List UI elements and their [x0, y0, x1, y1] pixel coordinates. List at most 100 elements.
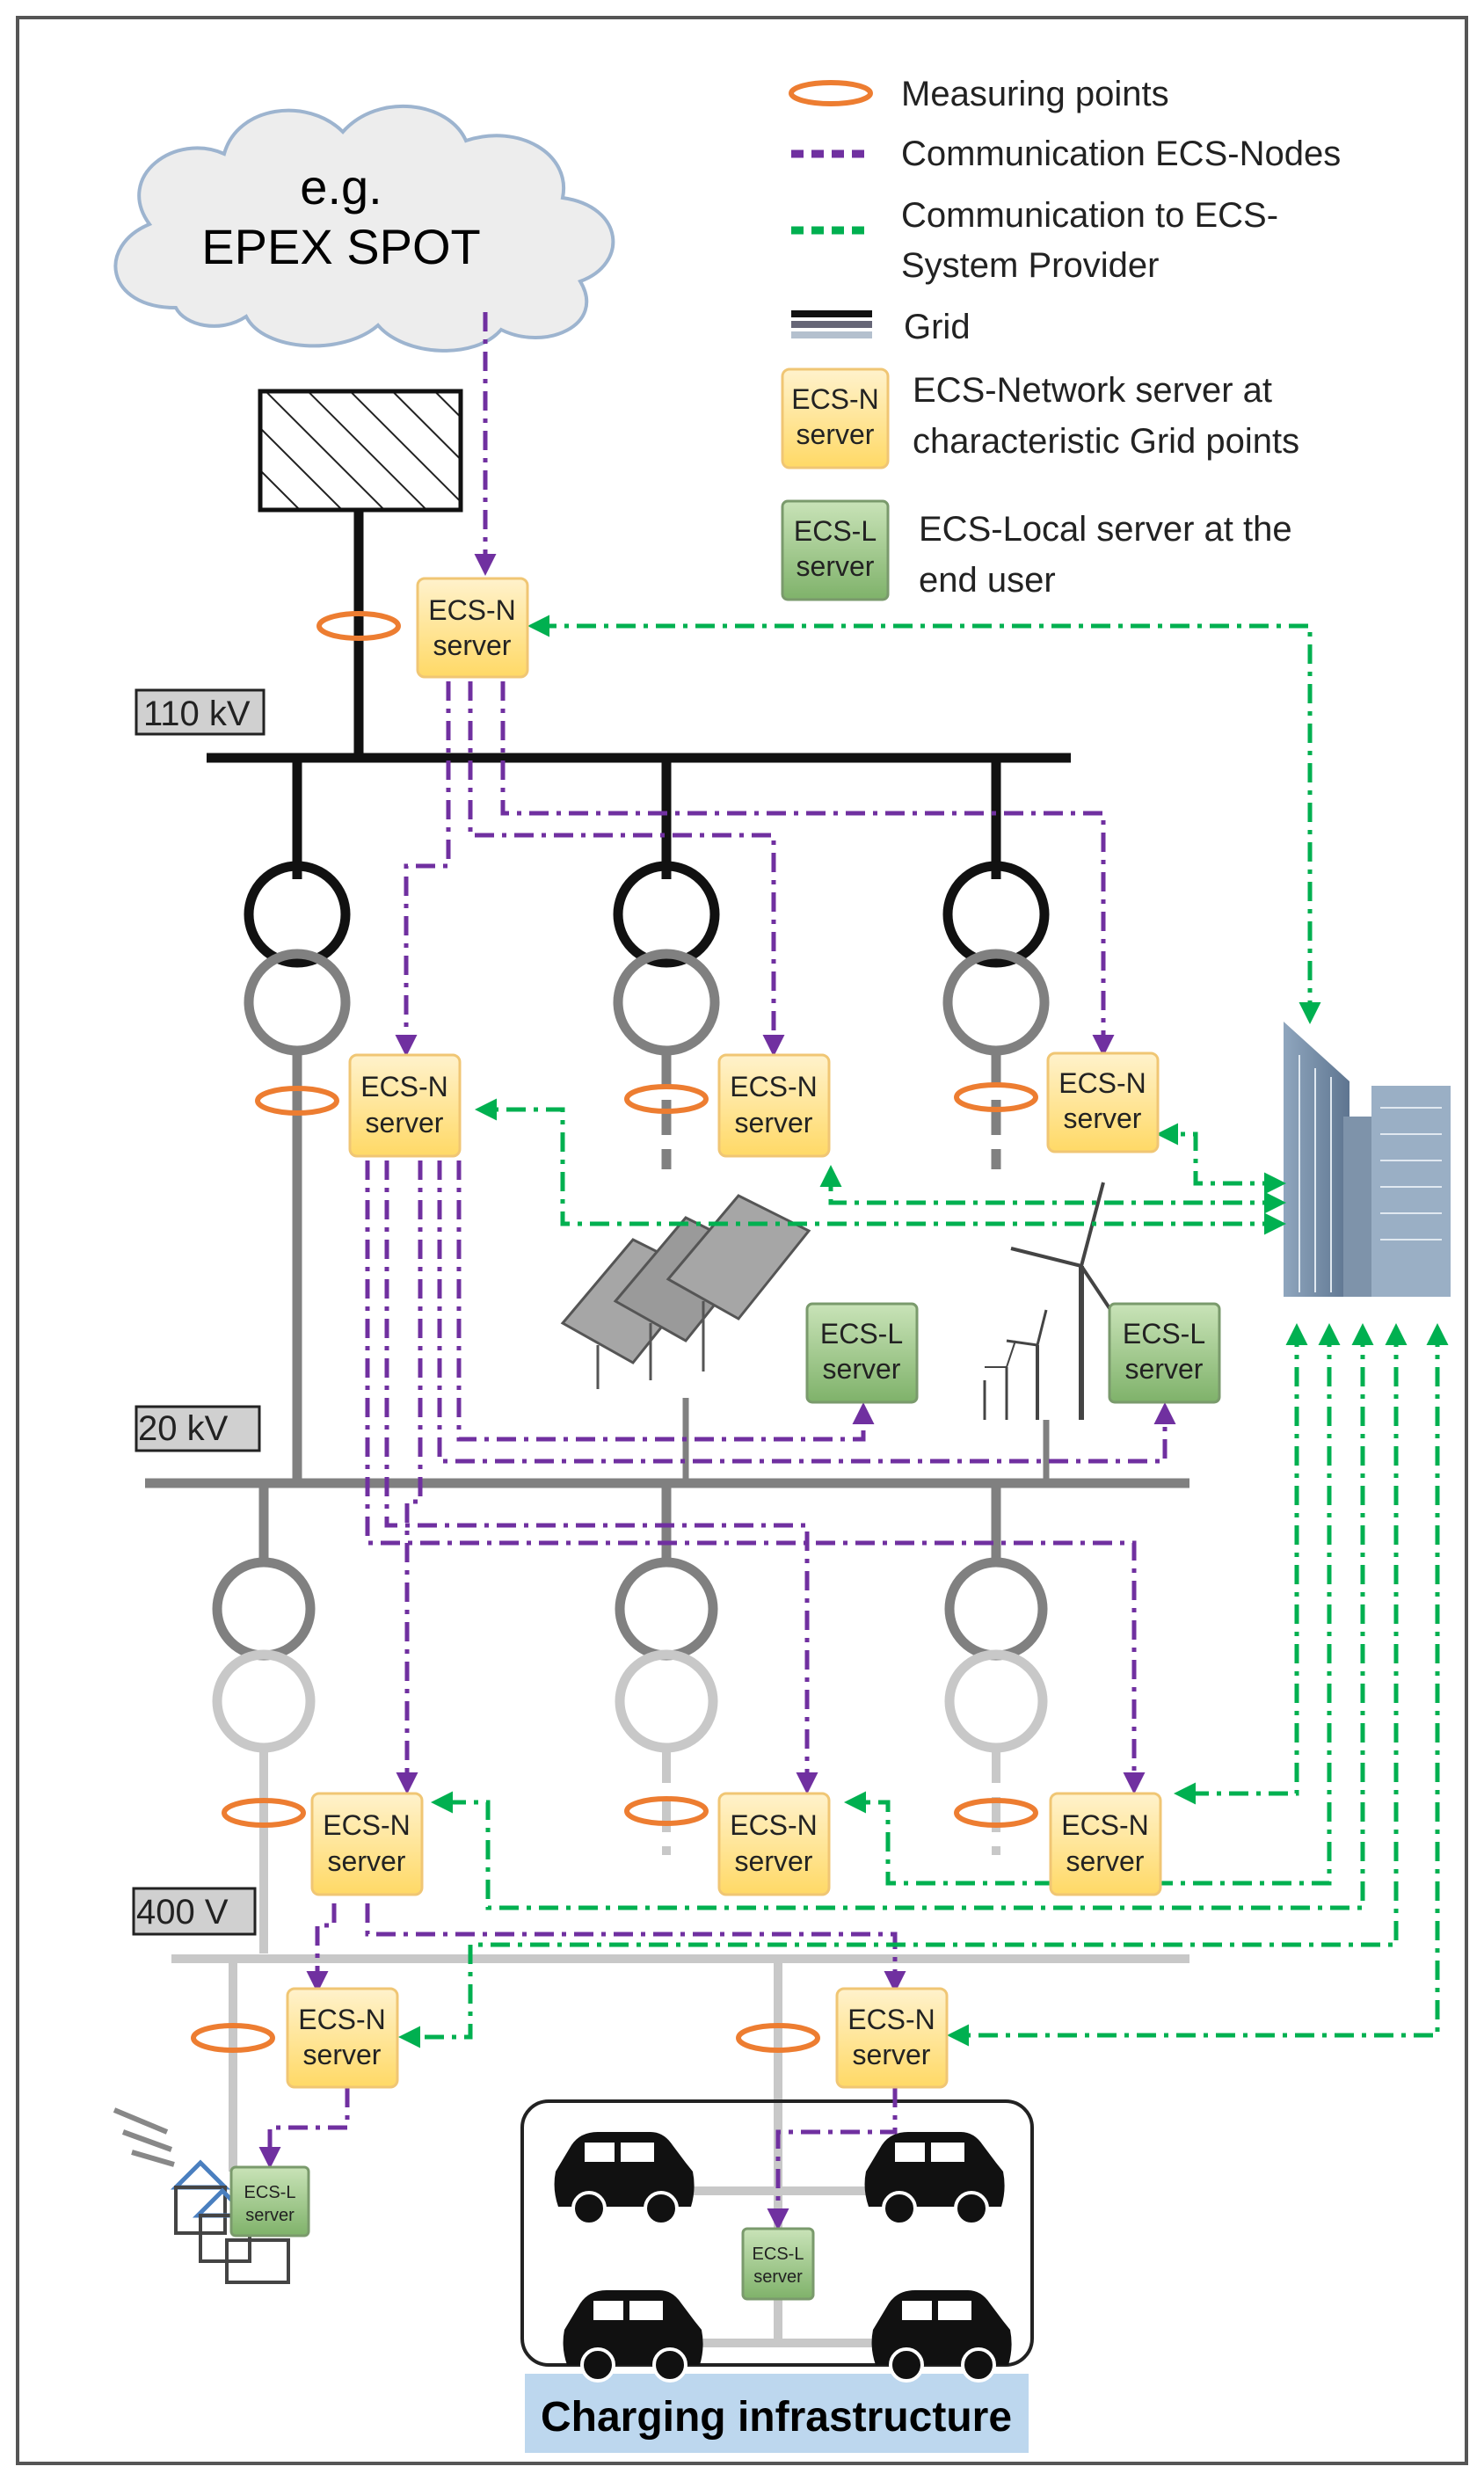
- comm-link: [398, 1323, 1408, 2048]
- svg-text:ECS-N: ECS-N: [428, 594, 516, 626]
- grid-110kv: [207, 389, 1071, 1056]
- svg-text:110 kV: 110 kV: [143, 695, 251, 733]
- ecsn-server-box: ECS-N server: [717, 1053, 831, 1158]
- svg-text:ECS-L: ECS-L: [820, 1318, 903, 1350]
- svg-text:server: server: [366, 1107, 444, 1139]
- svg-text:ECS-L: ECS-L: [1123, 1318, 1205, 1350]
- ecsl-server-box: ECS-L server: [741, 2227, 815, 2301]
- svg-text:ECS-N: ECS-N: [323, 1809, 411, 1841]
- svg-text:server: server: [735, 1845, 813, 1877]
- ecsn-server-box: ECS-N server: [348, 1053, 462, 1158]
- legend-comm-nodes: Communication ECS-Nodes: [901, 135, 1341, 173]
- wind-turbine-icon: [983, 1182, 1118, 1420]
- power-plant-icon: [258, 389, 463, 513]
- legend-comm-provider-1: Communication to ECS-: [901, 196, 1278, 235]
- car-icon: [554, 2132, 695, 2226]
- transformer-coil-icon: [942, 949, 1050, 1056]
- car-icon: [563, 2290, 703, 2383]
- svg-text:20 kV: 20 kV: [138, 1409, 229, 1448]
- ecsn-server-box: ECS-N server: [1049, 1792, 1162, 1896]
- legend-grid: Grid: [904, 308, 971, 346]
- transformer-coil-icon: [212, 1649, 316, 1753]
- svg-text:ECS-N: ECS-N: [791, 383, 879, 415]
- car-icon: [871, 2290, 1012, 2383]
- svg-text:server: server: [328, 1845, 406, 1877]
- transformer-coil-icon: [944, 1649, 1048, 1753]
- transformer-coil-icon: [212, 1557, 316, 1661]
- charging-infrastructure-box: [520, 2099, 1034, 2367]
- svg-text:ECS-N: ECS-N: [730, 1071, 818, 1102]
- comm-link: [767, 2088, 898, 2230]
- ecsn-server-box: ECS-N server: [1046, 1051, 1160, 1153]
- svg-text:server: server: [303, 2039, 382, 2070]
- svg-text:server: server: [797, 418, 875, 450]
- cloud-line2: EPEX SPOT: [201, 219, 480, 274]
- svg-text:ECS-N: ECS-N: [730, 1809, 818, 1841]
- transformer-coil-icon: [615, 1557, 718, 1661]
- svg-text:server: server: [735, 1107, 813, 1139]
- comm-system-provider: [398, 615, 1449, 2048]
- svg-text:400 V: 400 V: [136, 1893, 229, 1932]
- ecsn-server-box: ECS-N server: [416, 577, 529, 679]
- legend-ecsn-desc-2: characteristic Grid points: [913, 422, 1299, 461]
- transformer-coil-icon: [942, 861, 1050, 968]
- ecsn-server-box: ECS-N server: [717, 1792, 831, 1896]
- comm-link: [947, 1323, 1449, 2047]
- comm-link: [396, 1160, 423, 1794]
- grid-20kv: [145, 1051, 1189, 1753]
- svg-text:server: server: [1125, 1353, 1204, 1385]
- svg-text:ECS-L: ECS-L: [753, 2245, 804, 2264]
- svg-text:ECS-L: ECS-L: [794, 515, 877, 547]
- transformer-coil-icon: [244, 861, 351, 968]
- building-icon: [1284, 1022, 1451, 1297]
- ecsn-legend-box: ECS-N server: [781, 367, 890, 469]
- comm-link: [475, 1098, 1286, 1235]
- legend-measuring-points: Measuring points: [901, 75, 1169, 113]
- car-icon: [864, 2132, 1005, 2226]
- comm-link: [395, 681, 451, 1057]
- legend-comm-provider-2: System Provider: [901, 246, 1159, 285]
- comm-link: [1156, 1123, 1286, 1195]
- transformer-coil-icon: [613, 861, 720, 968]
- measuring-point-icon: [316, 611, 401, 641]
- ecsn-server-box: ECS-N server: [286, 1987, 399, 2089]
- svg-text:ECS-N: ECS-N: [1061, 1809, 1149, 1841]
- svg-text:server: server: [1064, 1102, 1142, 1134]
- cloud-line1: e.g.: [300, 159, 382, 215]
- svg-text:ECS-N: ECS-N: [1058, 1067, 1146, 1099]
- transformer-coil-icon: [244, 949, 351, 1056]
- comm-link: [431, 1323, 1374, 1910]
- transformer-coil-icon: [944, 1557, 1048, 1661]
- legend-ecsl-desc-2: end user: [919, 561, 1056, 600]
- charging-infrastructure-banner: [525, 2374, 1029, 2453]
- voltage-label-400v: 400 V: [132, 1887, 257, 1936]
- svg-text:server: server: [433, 629, 512, 661]
- svg-text:server: server: [245, 2206, 295, 2225]
- transformer-coil-icon: [615, 1649, 718, 1753]
- svg-text:ECS-N: ECS-N: [360, 1071, 448, 1102]
- voltage-label-110kv: 110 kV: [135, 688, 266, 736]
- measuring-point-icon: [191, 2023, 275, 2053]
- ecsl-server-box: ECS-L server: [1108, 1302, 1221, 1404]
- cloud-icon: [113, 104, 615, 353]
- outer-frame: [16, 16, 1468, 2465]
- legend: Measuring points Communication ECS-Nodes…: [781, 75, 1341, 601]
- charging-infrastructure-label: Charging infrastructure: [541, 2394, 1012, 2441]
- ecsl-server-box: ECS-L server: [229, 2165, 310, 2237]
- svg-text:server: server: [753, 2267, 803, 2287]
- svg-text:ECS-L: ECS-L: [244, 2183, 296, 2202]
- comm-link: [437, 1160, 1176, 1464]
- svg-text:ECS-N: ECS-N: [298, 2004, 386, 2035]
- svg-text:server: server: [823, 1353, 901, 1385]
- measuring-point-legend-icon: [789, 80, 873, 106]
- comm-link: [819, 1165, 1286, 1214]
- svg-text:ECS-N: ECS-N: [847, 2004, 935, 2035]
- svg-text:server: server: [853, 2039, 931, 2070]
- svg-text:server: server: [1066, 1845, 1145, 1877]
- transformer-coil-icon: [613, 949, 720, 1056]
- voltage-label-20kv: 20 kV: [135, 1405, 261, 1452]
- ecsl-legend-box: ECS-L server: [781, 499, 890, 601]
- ecsn-server-box: ECS-N server: [310, 1792, 424, 1896]
